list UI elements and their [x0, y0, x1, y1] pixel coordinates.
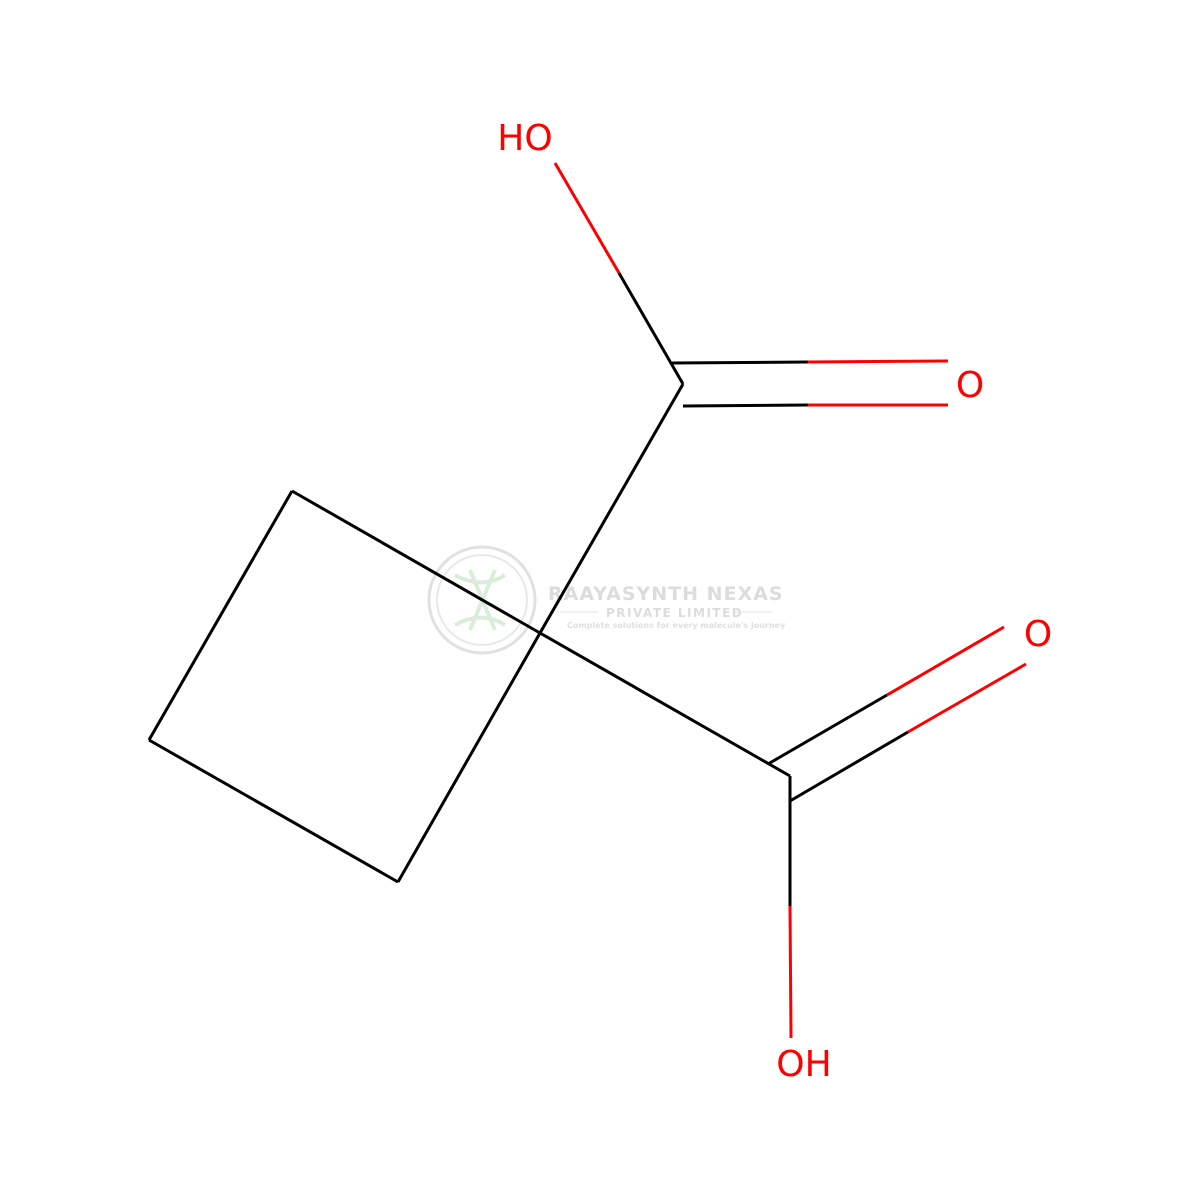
atom-label-upper-hydroxyl: HO: [497, 118, 552, 159]
ring-bond-2: [147, 490, 294, 741]
bond-upper-c-o-double-a-dark: [671, 360, 809, 365]
bond-lower-c-oh-red: [788, 905, 793, 1039]
bond-lower-c-o-double-b-red: [907, 662, 1027, 734]
lower-carboxyl-group: O OH: [539, 614, 1052, 1085]
bond-lower-c-o-double-a-red: [886, 625, 1005, 697]
watermark-logo-ring: [427, 545, 537, 655]
cyclobutane-ring: [147, 489, 542, 884]
watermark-title: RAAYASYNTH NEXAS: [548, 583, 784, 605]
bond-ring-to-lower-carbon: [539, 631, 791, 778]
bond-upper-c-oh-red: [553, 162, 621, 274]
ring-bond-4: [396, 632, 542, 883]
watermark-helix-icon: [454, 569, 507, 631]
bond-upper-c-o-double-a-red: [807, 359, 949, 364]
watermark-logo-inner-ring: [436, 554, 528, 646]
ring-bond-3: [148, 738, 399, 884]
upper-carboxyl-group: HO O: [497, 118, 984, 634]
bond-ring-to-upper-carbon: [538, 383, 685, 634]
bond-upper-c-oh-dark: [617, 272, 685, 385]
ring-bond-1: [291, 489, 541, 635]
watermark-subtitle: PRIVATE LIMITED: [606, 606, 743, 620]
atom-label-lower-hydroxyl: OH: [776, 1044, 831, 1085]
atom-label-lower-carbonyl-oxygen: O: [1024, 614, 1052, 655]
watermark: RAAYASYNTH NEXAS PRIVATE LIMITED Complet…: [427, 545, 786, 655]
bond-upper-c-o-double-b-dark: [682, 403, 809, 408]
atom-label-upper-carbonyl-oxygen: O: [956, 365, 984, 406]
watermark-tagline: Complete solutions for every molecule's …: [567, 621, 786, 630]
bond-lower-c-o-double-b-dark: [789, 730, 909, 803]
bond-lower-c-o-double-a-dark: [767, 693, 888, 766]
